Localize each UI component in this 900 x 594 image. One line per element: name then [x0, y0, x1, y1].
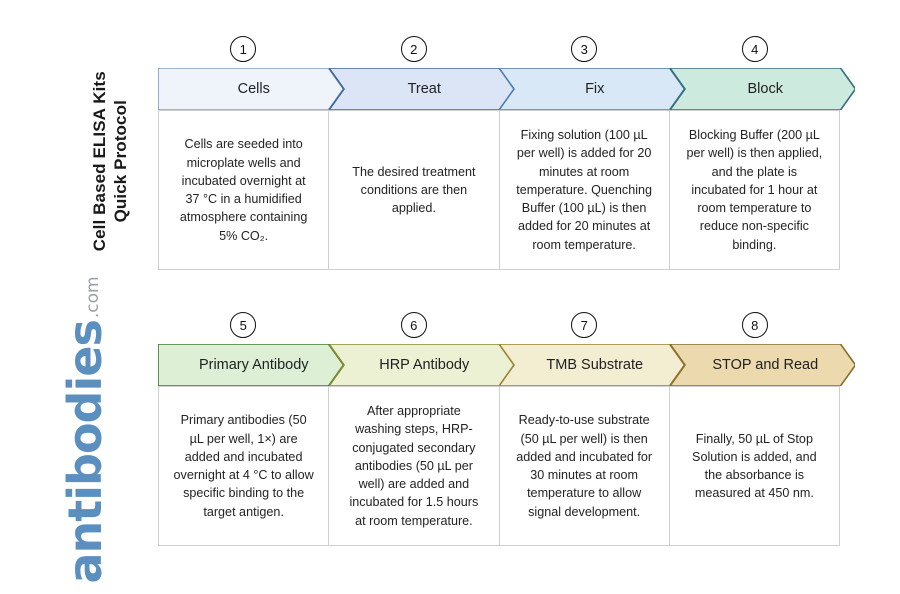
chevron-shape — [328, 68, 514, 110]
flow-step-chevron[interactable]: Treat — [328, 68, 514, 110]
flow-step-description-text: Ready-to-use substrate (50 µL per well) … — [516, 413, 653, 519]
flow-step-chevron[interactable]: HRP Antibody — [328, 344, 514, 386]
flow-step-chevron[interactable]: STOP and Read — [669, 344, 855, 386]
flow-step-description-text: Primary antibodies (50 µL per well, 1×) … — [173, 413, 314, 519]
page-title-line-2: Quick Protocol — [111, 100, 130, 223]
flow-step-label: Block — [747, 81, 783, 97]
flow-step-chevron[interactable]: Block — [669, 68, 855, 110]
step-number-badge: 2 — [400, 36, 427, 62]
step-number-label: 6 — [410, 317, 418, 333]
step-number-badge: 4 — [741, 36, 768, 62]
step-number-label: 5 — [239, 317, 247, 333]
flow-step-label: Primary Antibody — [198, 357, 309, 373]
flow-step-description-text: Fixing solution (100 µL per well) is add… — [516, 128, 653, 252]
description-track-2: Primary antibodies (50 µL per well, 1×) … — [158, 386, 840, 546]
flow-step-description-text: After appropriate washing steps, HRP-con… — [349, 404, 479, 528]
flow-step-description-box: Ready-to-use substrate (50 µL per well) … — [498, 386, 669, 546]
step-number-badge: 8 — [741, 312, 768, 338]
flow-step-description-box: The desired treatment conditions are the… — [328, 110, 499, 270]
flow-step-description-box: Cells are seeded into microplate wells a… — [158, 110, 329, 270]
page-title-line-1: Cell Based ELISA Kits — [89, 71, 109, 252]
flow-step-description-box: Blocking Buffer (200 µL per well) is the… — [668, 110, 840, 270]
antibodies-logo: antibodies .com — [48, 276, 112, 583]
chevron-shape — [669, 344, 855, 386]
flow-step-label: Fix — [585, 81, 605, 97]
step-number-label: 4 — [751, 41, 759, 57]
flow-step-label: Treat — [407, 81, 441, 97]
flow-step-chevron[interactable]: Cells — [158, 68, 344, 110]
step-number-badge: 6 — [400, 312, 427, 338]
flow-step-label: STOP and Read — [712, 357, 819, 373]
flow-step-label: TMB Substrate — [546, 357, 644, 373]
page-title: Cell Based ELISA Kits Quick Protocol — [89, 21, 132, 301]
chevron-track-1: Cells Treat Fix Block — [158, 68, 855, 110]
flow-step-description-text: Finally, 50 µL of Stop Solution is added… — [692, 431, 817, 501]
flow-step-chevron[interactable]: TMB Substrate — [499, 344, 685, 386]
flow-step-label: HRP Antibody — [379, 357, 470, 373]
step-number-badge: 7 — [571, 312, 598, 338]
chevron-shape — [328, 344, 514, 386]
flow-step-chevron[interactable]: Fix — [499, 68, 685, 110]
chevron-shape — [499, 68, 685, 110]
flow-step-description-text: Cells are seeded into microplate wells a… — [179, 137, 308, 243]
step-number-badge: 5 — [230, 312, 257, 338]
step-number-track-1: 1 2 3 4 — [158, 36, 840, 68]
flow-step-label: Cells — [237, 81, 270, 97]
flow-step-description-text: Blocking Buffer (200 µL per well) is the… — [686, 128, 823, 252]
chevron-shape — [669, 68, 855, 110]
step-number-label: 1 — [239, 41, 247, 57]
flow-step-description-box: Finally, 50 µL of Stop Solution is added… — [668, 386, 840, 546]
flow-step-description-box: Primary antibodies (50 µL per well, 1×) … — [158, 386, 329, 546]
flow-row-2: 5 6 7 8 Primary Antibody HRP Antibody TMB Sub… — [158, 312, 855, 546]
step-number-badge: 3 — [571, 36, 598, 62]
flow-step-description-text: The desired treatment conditions are the… — [352, 164, 476, 216]
step-number-label: 2 — [410, 41, 418, 57]
flow-step-description-box: After appropriate washing steps, HRP-con… — [328, 386, 499, 546]
step-number-label: 7 — [580, 317, 588, 333]
step-number-label: 8 — [751, 317, 759, 333]
logo-tld: .com — [83, 276, 103, 319]
step-number-track-2: 5 6 7 8 — [158, 312, 840, 344]
flow-row-1: 1 2 3 4 Cells Treat Fix Block Cells are seeded… — [158, 36, 855, 270]
step-number-label: 3 — [580, 41, 588, 57]
chevron-shape — [499, 344, 685, 386]
flow-step-description-box: Fixing solution (100 µL per well) is add… — [498, 110, 669, 270]
flow-step-chevron[interactable]: Primary Antibody — [158, 344, 344, 386]
logo-wordmark: antibodies — [58, 320, 113, 584]
description-track-1: Cells are seeded into microplate wells a… — [158, 110, 840, 270]
chevron-track-2: Primary Antibody HRP Antibody TMB Substrat… — [158, 344, 855, 386]
step-number-badge: 1 — [230, 36, 257, 62]
